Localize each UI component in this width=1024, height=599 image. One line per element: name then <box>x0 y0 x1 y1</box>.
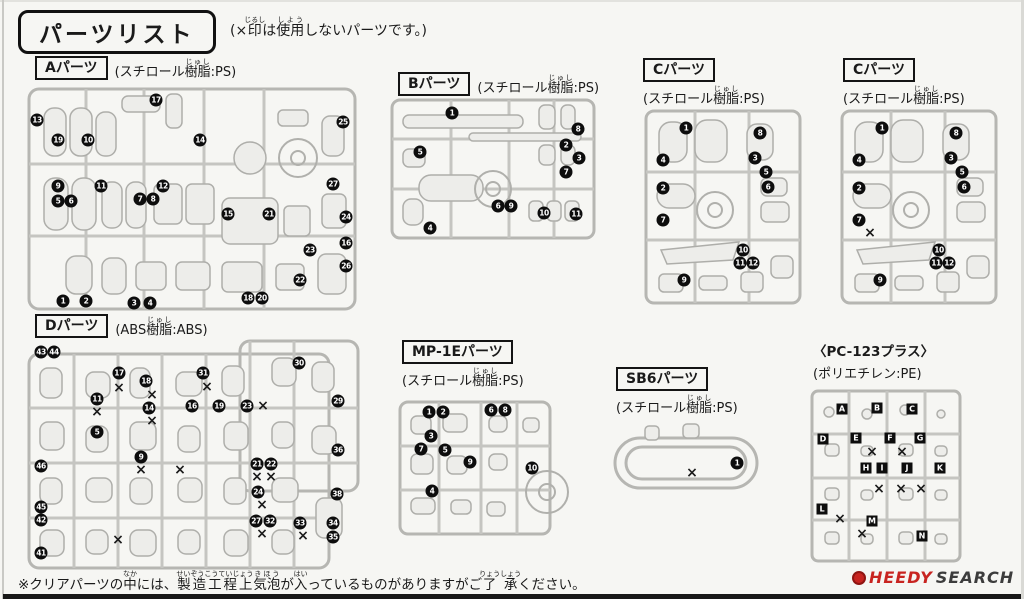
watermark-logo-icon <box>852 570 866 585</box>
runner-a-material: (スチロール樹脂じゅし:PS) <box>114 58 237 80</box>
footer-note: ※クリアパーツの中なかには、製造工程上せいぞうこうていじょう気泡きほうが入はいっ… <box>18 570 586 593</box>
runner-sb6-label: SB6パーツ <box>616 367 709 391</box>
runner-b-art <box>389 87 597 243</box>
runner-c2-label: Cパーツ <box>843 58 915 82</box>
runner-sb6-art <box>611 418 763 506</box>
runner-mp1e-header: MP-1Eパーツ (スチロール樹脂じゅし:PS) <box>402 340 524 389</box>
runner-pc123-header: 〈PC-123プラス〉 (ポリエチレン:PE) <box>813 340 934 382</box>
runner-a-label: Aパーツ <box>35 56 108 80</box>
watermark: HEEDY SEARCH <box>852 568 1014 587</box>
runner-mp1e-material: (スチロール樹脂じゅし:PS) <box>402 367 524 389</box>
runner-c1-material: (スチロール樹脂じゅし:PS) <box>643 85 765 107</box>
runner-c1-label: Cパーツ <box>643 58 715 82</box>
scan-edge-bottom <box>3 594 1021 599</box>
title-note: (×印じるしは使用しようしないパーツです。) <box>230 16 427 39</box>
runner-sb6-material: (スチロール樹脂じゅし:PS) <box>616 394 738 416</box>
scan-edge-right <box>1021 0 1024 599</box>
watermark-brand2: SEARCH <box>935 568 1015 587</box>
runner-c2-header: Cパーツ (スチロール樹脂じゅし:PS) <box>843 58 965 107</box>
runner-d-material: (ABS樹脂じゅし:ABS) <box>115 316 208 338</box>
runner-b-label: Bパーツ <box>398 72 471 96</box>
scan-edge-left <box>2 0 4 599</box>
runner-pc123-art <box>809 388 965 566</box>
runner-a-art <box>26 86 358 312</box>
runner-d-art <box>26 338 362 574</box>
runner-b-header: Bパーツ (スチロール樹脂じゅし:PS) <box>398 72 599 96</box>
runner-b-material: (スチロール樹脂じゅし:PS) <box>477 74 600 96</box>
runner-d-header: Dパーツ (ABS樹脂じゅし:ABS) <box>35 314 208 338</box>
runner-a-header: Aパーツ (スチロール樹脂じゅし:PS) <box>35 56 236 80</box>
runner-pc123-material: (ポリエチレン:PE) <box>813 367 922 382</box>
page-title: パーツリスト <box>18 10 216 54</box>
runner-mp1e-art <box>397 394 573 552</box>
runner-c2-material: (スチロール樹脂じゅし:PS) <box>843 85 965 107</box>
runner-pc123-title: 〈PC-123プラス〉 <box>813 344 935 360</box>
runner-c1-header: Cパーツ (スチロール樹脂じゅし:PS) <box>643 58 765 107</box>
scan-edge-top <box>0 0 1024 2</box>
runner-c2-art <box>839 108 999 306</box>
runner-mp1e-label: MP-1Eパーツ <box>402 340 513 364</box>
runner-d-label: Dパーツ <box>35 314 109 338</box>
runner-c1-art <box>643 108 803 306</box>
watermark-brand: HEEDY <box>869 568 933 587</box>
runner-sb6-header: SB6パーツ (スチロール樹脂じゅし:PS) <box>616 367 738 416</box>
